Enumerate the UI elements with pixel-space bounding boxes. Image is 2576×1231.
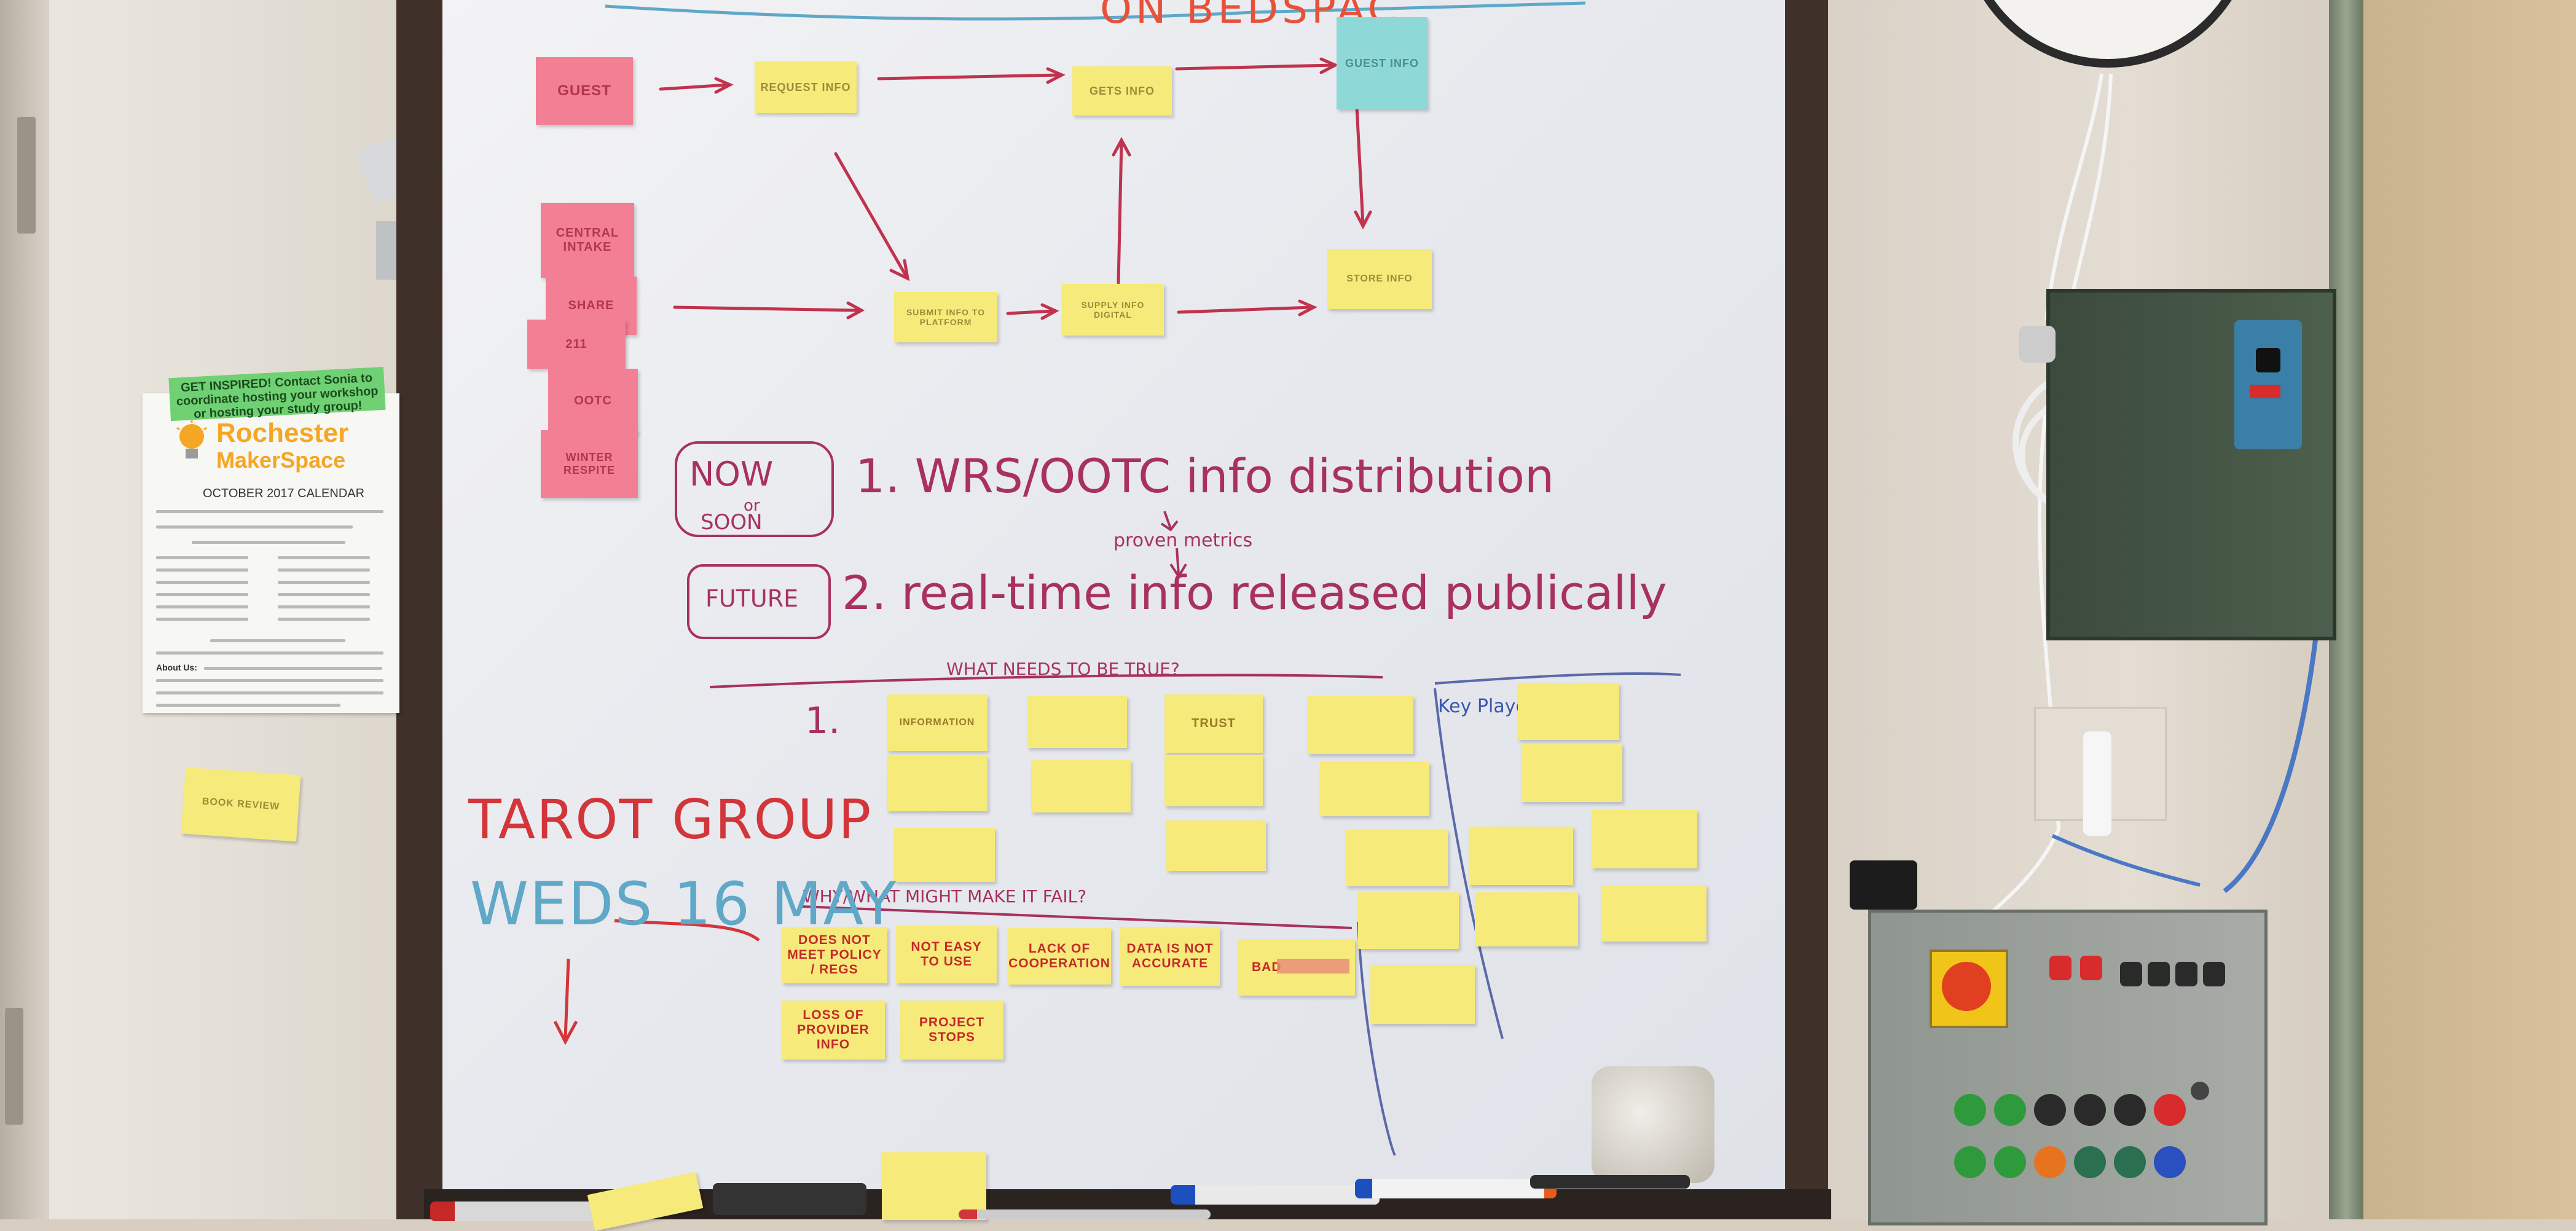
- flow-note-ootc: OOTC: [548, 369, 638, 433]
- panel-indicator: [2250, 385, 2280, 398]
- true-note: [1346, 830, 1448, 886]
- key-player-note: [1518, 683, 1619, 740]
- key-player-note: [1601, 885, 1706, 942]
- key-player-note: [1475, 892, 1578, 946]
- timeline-item-2: 2. real-time info released publically: [842, 565, 1667, 620]
- true-note: [1308, 696, 1413, 754]
- blue-marker: [1171, 1185, 1380, 1205]
- key-player-note: [1469, 827, 1573, 885]
- control-button: [1954, 1094, 1986, 1126]
- wall-control-panel: [2046, 289, 2336, 640]
- proven-metrics-annotation: proven metrics: [1113, 530, 1253, 551]
- redaction-mark: [1277, 959, 1349, 973]
- fail-note-not-easy: NOT EASY TO USE: [896, 926, 997, 983]
- flyer-about: About Us:: [156, 663, 197, 672]
- marker-pen: [959, 1209, 1211, 1219]
- red-marker: [430, 1202, 608, 1221]
- box-knob: [2191, 1082, 2209, 1100]
- flow-note-guest: GUEST: [536, 57, 633, 125]
- true-note: [1164, 755, 1263, 806]
- door-hinge: [17, 117, 36, 234]
- fail-note-provider-info: LOSS OF PROVIDER INFO: [782, 1001, 885, 1060]
- true-note: [1358, 892, 1459, 949]
- control-button: [2074, 1146, 2106, 1178]
- control-button: [1994, 1146, 2026, 1178]
- key-player-note: [1592, 810, 1697, 868]
- electrical-control-box: [1868, 910, 2268, 1225]
- board-eraser: [1592, 1066, 1714, 1183]
- flow-note-guest-info: GUEST INFO: [1337, 17, 1427, 109]
- makerspace-flyer: Rochester MakerSpace OCTOBER 2017 CALEND…: [143, 393, 399, 713]
- timeline-item-1: 1. WRS/OOTC info distribution: [855, 449, 1555, 503]
- flow-note-winter-respite: WINTER RESPITE: [541, 430, 638, 498]
- control-button: [1994, 1094, 2026, 1126]
- control-button: [1954, 1146, 1986, 1178]
- marker-pen: [1355, 1179, 1557, 1198]
- spray-bottle: [2083, 731, 2111, 836]
- flow-note-store-info: STORE INFO: [1327, 249, 1432, 309]
- flow-note-central-intake: CENTRAL INTAKE: [541, 203, 634, 278]
- future-label: FUTURE: [705, 585, 799, 612]
- flyer-logo-line1: Rochester: [216, 418, 349, 448]
- flyer-subtitle: OCTOBER 2017 CALENDAR: [203, 487, 365, 500]
- flow-note-request-info: REQUEST INFO: [755, 61, 857, 113]
- true-note: [1370, 965, 1475, 1024]
- tray-sticky-pad: [882, 1152, 986, 1220]
- fail-note-project-stops: PROJECT STOPS: [900, 1001, 1003, 1060]
- fail-section-heading: WHY/WHAT MIGHT MAKE IT FAIL?: [803, 886, 1087, 907]
- whiteboard: [442, 0, 1785, 1202]
- fail-note-data: DATA IS NOT ACCURATE: [1120, 927, 1220, 986]
- true-note: [887, 756, 988, 811]
- control-button: [2154, 1094, 2186, 1126]
- far-wall: [2363, 0, 2576, 1219]
- tray-eraser: [713, 1183, 866, 1215]
- weds-16-may-text: WEDS 16 MAY: [470, 870, 898, 938]
- power-adapter: [1850, 860, 1917, 910]
- fail-note-cooperation: LACK OF COOPERATION: [1008, 928, 1111, 985]
- marker-pen: [1530, 1175, 1690, 1189]
- soon-label: SOON: [701, 510, 763, 535]
- cable-clip: [2019, 326, 2056, 363]
- emergency-switch-knob: [1942, 962, 1991, 1011]
- flow-note-supply-info: SUPPLY INFO DIGITAL: [1062, 284, 1164, 336]
- lightbulb-icon: [176, 420, 207, 458]
- panel-dial: [2256, 348, 2280, 372]
- control-button: [2034, 1094, 2066, 1126]
- control-button: [2114, 1146, 2146, 1178]
- flyer-logo-line2: MakerSpace: [216, 447, 346, 473]
- true-note: [1320, 762, 1429, 816]
- true-note: [894, 828, 995, 882]
- tarot-group-text: TAROT GROUP: [468, 788, 873, 851]
- control-button: [2154, 1146, 2186, 1178]
- wall-note-book-review: BOOK REVIEW: [181, 767, 301, 842]
- flow-note-gets-info: GETS INFO: [1072, 66, 1172, 116]
- fail-note-policy: DOES NOT MEET POLICY / REGS: [782, 927, 887, 983]
- now-label: NOW: [689, 455, 774, 494]
- or-label: or: [744, 497, 760, 515]
- door-hinge: [5, 1008, 23, 1125]
- true-note-trust: TRUST: [1164, 694, 1263, 753]
- true-note: [1031, 760, 1131, 812]
- true-note-information: INFORMATION: [887, 694, 988, 751]
- flow-note-submit-info: SUBMIT INFO TO PLATFORM: [894, 292, 997, 342]
- control-button: [2034, 1146, 2066, 1178]
- true-section-heading: WHAT NEEDS TO BE TRUE?: [946, 659, 1180, 679]
- flow-note-211: 211: [527, 320, 626, 369]
- true-note: [1166, 820, 1266, 871]
- key-player-note: [1521, 744, 1622, 802]
- control-button: [2114, 1094, 2146, 1126]
- true-section-number: 1.: [805, 699, 841, 742]
- control-button: [2074, 1094, 2106, 1126]
- true-note: [1027, 696, 1127, 748]
